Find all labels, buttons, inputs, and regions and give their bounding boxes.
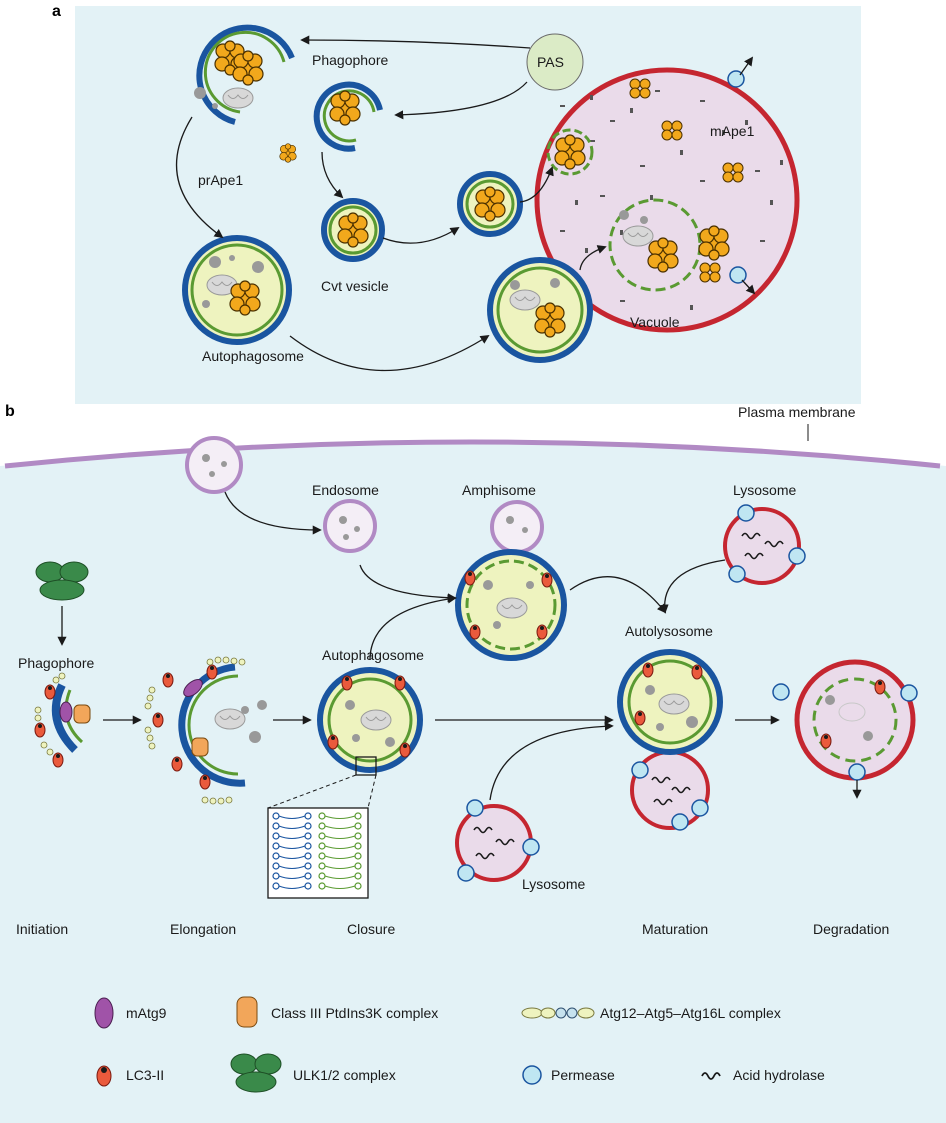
arrow-amphisome-to-autolysosome	[569, 576, 667, 614]
arrow-phagophore-to-cvt	[321, 151, 344, 199]
arrow-efflux-bottom	[741, 279, 756, 295]
panel-b-background	[0, 442, 946, 1123]
endosome-label: Endosome	[312, 482, 379, 498]
arrow-endocytosis-to-endosome	[224, 491, 322, 535]
pi3k-complex-icon	[236, 996, 258, 1028]
legend-pi3k: Class III PtdIns3K complex	[271, 1005, 438, 1021]
phagophore-elongation	[144, 656, 267, 805]
vacuole	[534, 67, 800, 333]
phagophore-a-label: Phagophore	[312, 52, 389, 68]
legend-atg12: Atg12–Atg5–Atg16L complex	[600, 1005, 781, 1021]
legend-ulk: ULK1/2 complex	[293, 1067, 396, 1083]
membrane-bilayer-inset	[267, 807, 369, 899]
legend-matg9: mAtg9	[126, 1005, 167, 1021]
stage-closure: Closure	[347, 921, 395, 937]
autophagosome-a	[182, 235, 292, 345]
ulk-complex-initiation	[35, 561, 89, 601]
arrow-autophagosome-into-vacuole	[579, 245, 607, 271]
endosome	[323, 499, 377, 553]
matg9-icon	[94, 997, 114, 1029]
pas-blob	[526, 33, 584, 91]
arrow-lysosome-to-autolysosome	[659, 559, 726, 614]
zoom-line-right	[367, 774, 377, 809]
ulk-complex-icon	[230, 1053, 282, 1093]
legend-lc3: LC3-II	[126, 1067, 164, 1083]
lysosome-bottom-label: Lysosome	[522, 876, 586, 892]
phagophore-large	[194, 24, 295, 125]
permease-icon	[522, 1065, 542, 1085]
lysosome-top	[723, 504, 806, 585]
autophagosome-b	[317, 667, 423, 776]
lysosome-bottom	[455, 799, 540, 882]
phagophore-b-label: Phagophore	[18, 655, 95, 671]
arrow-cvt-to-vacuole	[382, 227, 460, 244]
stage-degradation: Degradation	[813, 921, 889, 937]
cvt-vesicle-fusing	[457, 171, 523, 237]
degrading-autolysosome	[772, 659, 918, 781]
cvt-vesicle-label: Cvt vesicle	[321, 278, 389, 294]
prape1-label: prApe1	[198, 172, 243, 188]
panel-a-letter: a	[52, 3, 61, 20]
arrow-autophagosome-to-vacuole	[289, 335, 490, 372]
autolysosome	[617, 649, 723, 831]
plasma-membrane	[4, 439, 941, 469]
phagophore-initiation	[34, 672, 91, 768]
amphisome	[455, 500, 567, 661]
acid-hydrolase-icon	[701, 1072, 721, 1080]
lc3-icon	[96, 1065, 112, 1087]
atg12-complex-icon	[521, 1007, 595, 1019]
legend: mAtg9 Class III PtdIns3K complex Atg12–A…	[94, 996, 825, 1093]
panel-b-letter: b	[5, 403, 15, 420]
arrow-autophagosome-to-amphisome	[369, 594, 457, 661]
endocytic-vesicle	[185, 436, 243, 494]
vacuole-label: Vacuole	[630, 314, 680, 330]
amphisome-label: Amphisome	[462, 482, 536, 498]
mape1-label: mApe1	[710, 123, 755, 139]
phagophore-small	[313, 81, 383, 152]
plasma-membrane-label: Plasma membrane	[738, 404, 856, 420]
stage-labels: Initiation Elongation Closure Maturation…	[16, 921, 889, 937]
cvt-vesicle	[321, 198, 385, 262]
pas-label: PAS	[537, 54, 564, 70]
autolysosome-label: Autolysosome	[625, 623, 713, 639]
stage-maturation: Maturation	[642, 921, 708, 937]
stage-initiation: Initiation	[16, 921, 68, 937]
autophagosome-a-label: Autophagosome	[202, 348, 304, 364]
legend-hydrolase: Acid hydrolase	[733, 1067, 825, 1083]
stage-elongation: Elongation	[170, 921, 236, 937]
arrow-pas-to-phagophore	[300, 35, 531, 49]
arrow-lysosome-bottom-to-autolysosome	[489, 721, 614, 801]
autophagosome-b-label: Autophagosome	[322, 647, 424, 663]
legend-permease: Permease	[551, 1067, 615, 1083]
arrow-pas-to-small-phagophore	[394, 81, 528, 120]
arrow-vesicle-into-vacuole	[519, 166, 554, 203]
arrow-phagophore-to-autophagosome	[175, 116, 224, 239]
arrow-efflux-top	[739, 56, 754, 76]
arrow-endosome-to-amphisome	[359, 564, 457, 603]
autophagosome-fusing	[487, 257, 593, 363]
zoom-line-left	[267, 774, 357, 809]
prape1-complex	[279, 143, 297, 163]
lysosome-top-label: Lysosome	[733, 482, 797, 498]
